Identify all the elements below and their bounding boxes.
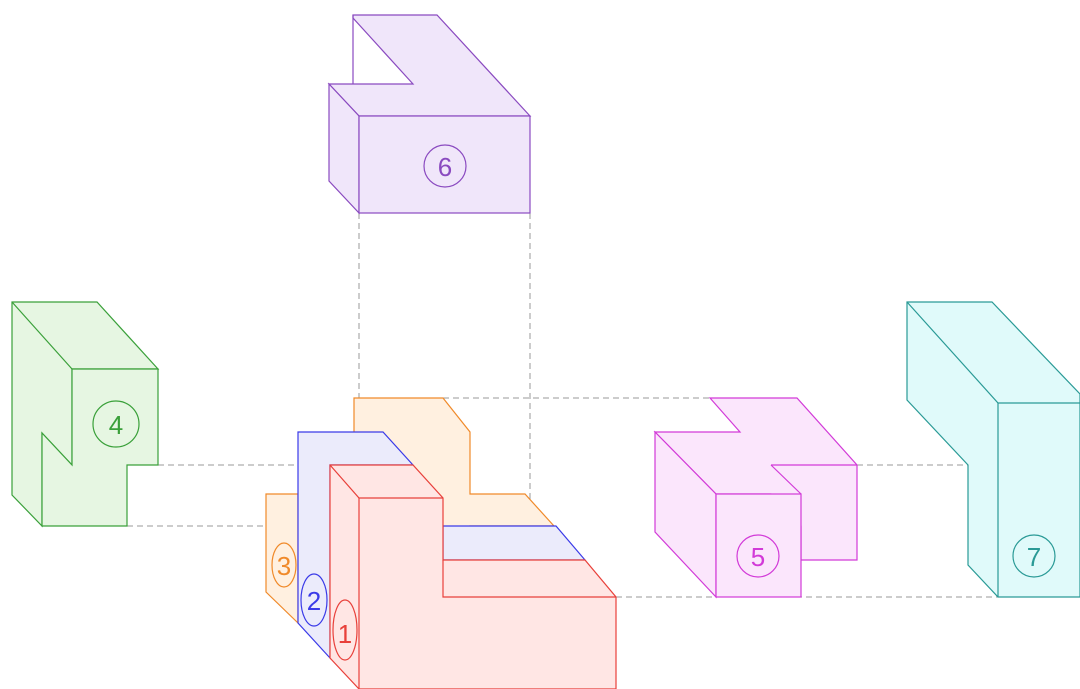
view-4-edge bbox=[11, 301, 73, 370]
view-6-label-circle bbox=[423, 144, 467, 188]
view-1-block: 1 bbox=[329, 464, 617, 689]
view-2-label: 2 bbox=[307, 586, 321, 616]
view-1-outline bbox=[329, 464, 617, 689]
view-1-label-circle bbox=[332, 599, 358, 661]
view-1-step-edge bbox=[442, 560, 616, 598]
view-3-label: 3 bbox=[277, 551, 291, 581]
view-5-label: 5 bbox=[751, 542, 765, 572]
view-3-label-circle bbox=[271, 542, 297, 588]
view-5-front-face bbox=[715, 493, 802, 598]
view-7-side-face bbox=[906, 301, 1080, 598]
view-4-label: 4 bbox=[109, 410, 123, 440]
view-7-block: 7 bbox=[906, 301, 1080, 598]
view-6-front-face bbox=[358, 115, 531, 214]
view-6-top-face bbox=[327, 14, 532, 117]
view-7-label-circle bbox=[1012, 534, 1056, 578]
view-5-label-circle bbox=[736, 534, 780, 578]
view-4-front-face bbox=[41, 368, 159, 527]
view-4-label-circle bbox=[92, 400, 140, 448]
view-6-block: 6 bbox=[327, 14, 532, 215]
view-4-block: 4 bbox=[11, 301, 160, 528]
view-7-label: 7 bbox=[1027, 542, 1041, 572]
view-1-label: 1 bbox=[338, 619, 352, 649]
view-2-label-circle bbox=[300, 573, 328, 627]
view-2-step-face bbox=[442, 525, 587, 561]
view-6-label: 6 bbox=[438, 152, 452, 182]
view-5-step-edge-diagonal bbox=[770, 464, 802, 495]
view-5-block: 5 bbox=[653, 397, 858, 599]
